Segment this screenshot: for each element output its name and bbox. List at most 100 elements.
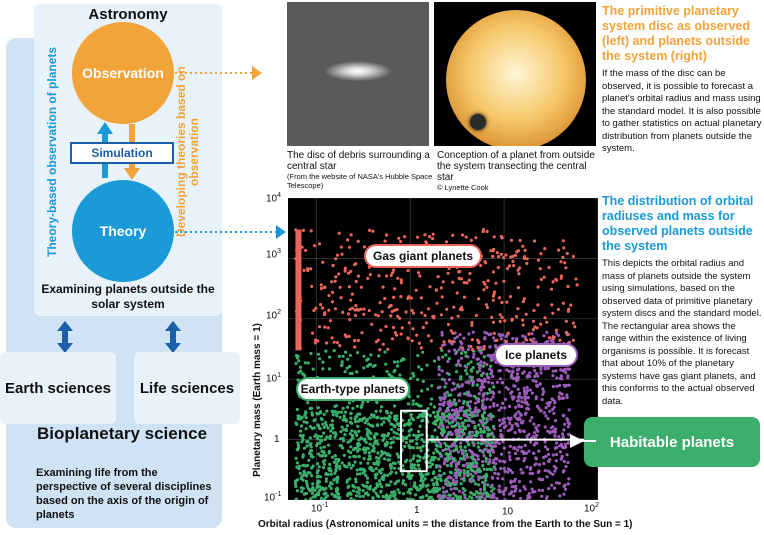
point xyxy=(444,447,448,451)
point xyxy=(318,441,322,445)
point xyxy=(392,370,396,374)
point xyxy=(391,493,395,498)
point xyxy=(392,490,396,494)
point xyxy=(428,414,432,418)
point xyxy=(318,475,323,479)
point xyxy=(382,436,386,440)
point xyxy=(377,479,382,483)
point xyxy=(458,425,462,429)
point xyxy=(333,404,337,408)
point xyxy=(401,436,405,440)
point xyxy=(316,434,321,438)
point xyxy=(353,455,358,459)
point xyxy=(471,461,475,465)
point xyxy=(452,449,456,453)
point xyxy=(452,492,456,496)
point xyxy=(488,467,492,471)
point xyxy=(329,423,333,427)
point xyxy=(355,404,359,408)
point xyxy=(443,385,447,389)
point xyxy=(332,349,336,353)
point xyxy=(343,432,347,437)
point xyxy=(541,392,545,396)
observation-label: Observation xyxy=(82,65,164,81)
point xyxy=(336,410,341,414)
point xyxy=(374,491,378,495)
point xyxy=(433,456,437,460)
point xyxy=(345,366,349,370)
point xyxy=(327,484,332,488)
point xyxy=(420,433,424,437)
point xyxy=(322,412,326,416)
point xyxy=(503,397,508,401)
point xyxy=(327,466,331,471)
point xyxy=(317,490,321,494)
point xyxy=(482,467,486,471)
point xyxy=(407,418,411,422)
point xyxy=(395,417,399,421)
point xyxy=(485,397,489,401)
point xyxy=(566,425,570,429)
point xyxy=(412,446,416,450)
point xyxy=(305,484,309,488)
point xyxy=(565,383,569,387)
point xyxy=(433,428,437,432)
point xyxy=(332,478,336,482)
point xyxy=(526,396,530,400)
point xyxy=(486,440,490,445)
point xyxy=(391,461,396,465)
point xyxy=(432,482,436,486)
point xyxy=(320,418,324,422)
point xyxy=(340,360,344,364)
point xyxy=(429,402,433,406)
point xyxy=(476,445,480,449)
point xyxy=(482,488,487,492)
point xyxy=(374,432,378,436)
point xyxy=(379,409,383,413)
point xyxy=(308,424,312,429)
point xyxy=(378,482,382,486)
point xyxy=(462,454,466,459)
heading-disc: The primitive planetary system disc as o… xyxy=(602,4,750,63)
point xyxy=(371,415,376,419)
point xyxy=(321,360,325,364)
point xyxy=(402,357,406,361)
point xyxy=(401,481,405,485)
point xyxy=(487,414,491,418)
point xyxy=(324,495,328,499)
point xyxy=(349,438,353,442)
point xyxy=(559,374,563,378)
point xyxy=(362,437,366,442)
point xyxy=(365,427,369,431)
point xyxy=(345,424,349,428)
point xyxy=(407,429,411,433)
point xyxy=(558,450,563,454)
point xyxy=(321,367,325,371)
point xyxy=(338,444,342,448)
point xyxy=(316,352,321,356)
point xyxy=(380,467,384,471)
point xyxy=(447,357,451,361)
point xyxy=(324,420,328,424)
point xyxy=(329,472,333,476)
point xyxy=(304,411,308,415)
photo2-caption: Conception of a planet from outside the … xyxy=(437,150,599,192)
point xyxy=(322,488,326,492)
point xyxy=(312,419,316,423)
point xyxy=(372,434,376,438)
point xyxy=(321,422,325,426)
point xyxy=(376,451,380,455)
point xyxy=(367,451,371,455)
point xyxy=(338,415,342,419)
point xyxy=(343,410,348,414)
point xyxy=(371,496,375,500)
point xyxy=(300,475,304,479)
point xyxy=(426,387,430,391)
point xyxy=(383,442,387,446)
point xyxy=(308,451,312,455)
point xyxy=(337,354,341,358)
point xyxy=(471,366,475,370)
point xyxy=(377,456,381,461)
point xyxy=(386,452,390,456)
point xyxy=(385,496,389,500)
